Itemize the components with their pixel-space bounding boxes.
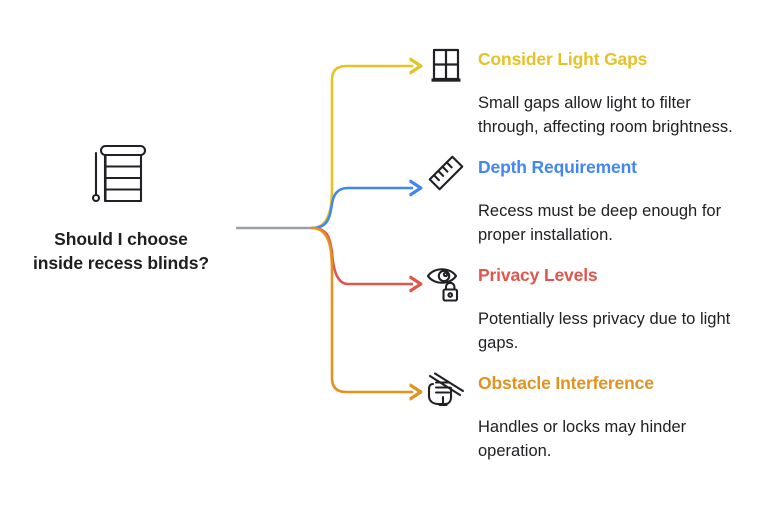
branch-description: Potentially less privacy due to light ga… bbox=[478, 310, 731, 353]
branch-title: Privacy Levels bbox=[478, 265, 598, 285]
root-node[interactable]: Should I choose inside recess blinds? bbox=[12, 138, 230, 275]
branch-consider-light-gaps[interactable]: Consider Light Gaps Small gaps allow lig… bbox=[424, 44, 768, 140]
branch-depth-requirement[interactable]: Depth Requirement Recess must be deep en… bbox=[424, 152, 768, 248]
branch-privacy-levels[interactable]: Privacy Levels Potentially less privacy … bbox=[424, 260, 768, 356]
connector-branch-2 bbox=[310, 226, 412, 284]
branch-description: Small gaps allow light to filter through… bbox=[478, 94, 733, 137]
connector-branch-3 bbox=[310, 226, 412, 392]
branch-header: Consider Light Gaps bbox=[424, 44, 768, 88]
eye-lock-icon bbox=[426, 268, 459, 302]
branch-header: Depth Requirement bbox=[424, 152, 768, 196]
branch-description: Handles or locks may hinder operation. bbox=[478, 418, 687, 461]
ruler-icon bbox=[428, 155, 464, 191]
branch-title: Consider Light Gaps bbox=[478, 49, 648, 69]
branch-title: Depth Requirement bbox=[478, 157, 637, 177]
branch-header: Privacy Levels bbox=[424, 260, 768, 304]
branch-description: Recess must be deep enough for proper in… bbox=[478, 202, 722, 245]
connector-branch-0 bbox=[310, 66, 412, 230]
window-blinds-icon bbox=[91, 144, 147, 203]
branch-header: Obstacle Interference bbox=[424, 368, 768, 412]
connector-branch-1 bbox=[310, 188, 412, 230]
branch-title: Obstacle Interference bbox=[478, 373, 654, 393]
branch-obstacle-interference[interactable]: Obstacle Interference Handles or locks m… bbox=[424, 368, 768, 464]
window-panes-icon bbox=[431, 48, 461, 82]
hand-blocked-icon bbox=[427, 372, 465, 407]
root-label: Should I choose inside recess blinds? bbox=[33, 229, 209, 273]
